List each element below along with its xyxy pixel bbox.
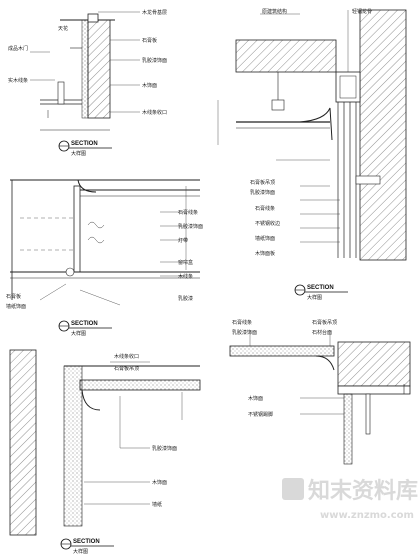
section-sub-a: 大样图 [71,150,86,157]
leaders-e [249,330,344,415]
detail-bubble [65,267,75,277]
label-e-4: 不锈钢踢脚 [248,411,273,418]
label-b-2: 石膏板吊顶 [250,179,275,186]
label-b-3: 乳胶漆饰面 [250,189,275,196]
label-d-2: 乳胶漆饰面 [152,445,177,452]
leaders-a [30,11,140,113]
board-layer-d [63,365,83,527]
sill [355,175,381,185]
label-a-6: 成品木门 [8,45,28,52]
moulding-block [87,13,99,23]
watermark: 知末资料库 www.znzmo.com [282,478,418,521]
label-e-3: 木饰面 [248,395,263,402]
detail-e: 石膏线条 乳胶漆饰面 石膏板吊顶 木饰面 不锈钢踢脚 石材台面 [229,319,411,465]
cove [77,179,97,193]
label-a-2: 石膏板 [142,37,157,44]
watermark-name: 知末资料库 [308,478,418,504]
cornice-e [315,355,335,371]
dash-lines-c [20,217,76,251]
label-b-0: 原建筑结构 [262,8,287,15]
label-c-3: 窗帘盒 [178,259,193,266]
section-sub-c: 大样图 [71,330,86,337]
section-title-a: SECTION [71,141,98,147]
label-d-3: 木饰面 [152,479,167,486]
wall-hatch [87,19,111,119]
label-c-7: 乳胶漆 [178,295,193,302]
slab-hatch [235,39,337,73]
cornice [299,107,333,141]
wall-hatch-b [359,9,407,261]
label-c-5: 石膏板 [6,293,21,300]
trim-block [57,81,65,105]
label-d-1: 石膏板吊顶 [114,365,139,372]
detail-c: 石膏线条 乳胶漆饰面 灯带 窗帘盒 木线条 石膏板 墙纸饰面 乳胶漆 SECTI… [6,179,203,337]
ceiling-panel-e [229,345,335,357]
finish-layer [81,19,89,119]
label-e-2: 石膏板吊顶 [312,319,337,326]
watermark-url: www.znzmo.com [320,510,414,521]
section-sub-d: 大样图 [73,548,88,555]
section-sub-b: 大样图 [307,294,322,301]
label-a-4: 木饰面 [142,82,157,89]
lamp [271,99,285,111]
counter-top [337,385,411,395]
wall-hatch-d [9,349,37,536]
leaders-c [39,211,184,306]
label-a-3: 乳胶漆饰面 [142,57,167,64]
label-e-5: 石材台面 [312,329,332,336]
light-symbols [87,221,105,244]
label-d-0: 木线条收口 [114,353,139,360]
label-b-7: 木饰面板 [255,250,275,257]
section-tag-c: SECTION 大样图 [58,320,112,337]
ceiling-panel-d [79,379,201,391]
post-e [343,393,353,465]
curtain-box [335,71,361,103]
window-frames [337,102,357,258]
cornice-d [81,389,101,411]
detail-d: 木线条收口 石膏板吊顶 乳胶漆饰面 木饰面 墙纸 SECTION 大样图 [9,349,201,555]
label-d-4: 墙纸 [152,501,162,508]
panel-e [365,393,371,435]
label-e-1: 乳胶漆饰面 [232,329,257,336]
label-a-0: 天花 [58,25,68,32]
section-tag-d: SECTION 大样图 [60,538,114,555]
label-c-4: 木线条 [178,273,193,280]
section-title-c: SECTION [71,321,98,327]
section-tag-b: SECTION 大样图 [294,284,348,301]
watermark-logo-icon [282,478,304,500]
label-c-6: 墙纸饰面 [6,303,26,310]
label-a-7: 实木线条 [8,77,28,84]
detail-a: 天花 木龙骨基层 石膏板 乳胶漆饰面 木饰面 木线条收口 成品木门 实木线条 S… [8,9,167,157]
label-c-0: 石膏线条 [178,209,198,216]
curtain-box-inner [339,75,357,99]
leaders-d [84,361,150,505]
label-b-4: 石膏线条 [255,205,275,212]
label-e-0: 石膏线条 [232,319,252,326]
section-title-d: SECTION [73,539,100,545]
section-title-b: SECTION [307,285,334,291]
label-a-5: 木线条收口 [142,109,167,116]
slab-hatch-e [337,341,411,387]
section-tag-a: SECTION 大样图 [58,140,112,157]
curtain-pocket [73,185,81,273]
label-a-1: 木龙骨基层 [142,9,167,16]
label-c-2: 灯带 [178,237,188,244]
leaders-b [260,10,349,243]
label-b-5: 不锈钢收边 [255,220,280,227]
label-b-1: 轻钢龙骨 [352,8,372,15]
label-c-1: 乳胶漆饰面 [178,223,203,230]
label-b-6: 墙纸饰面 [255,235,275,242]
detail-b: 原建筑结构 轻钢龙骨 石膏板吊顶 乳胶漆饰面 石膏线条 不锈钢收边 墙纸饰面 木… [217,8,407,301]
